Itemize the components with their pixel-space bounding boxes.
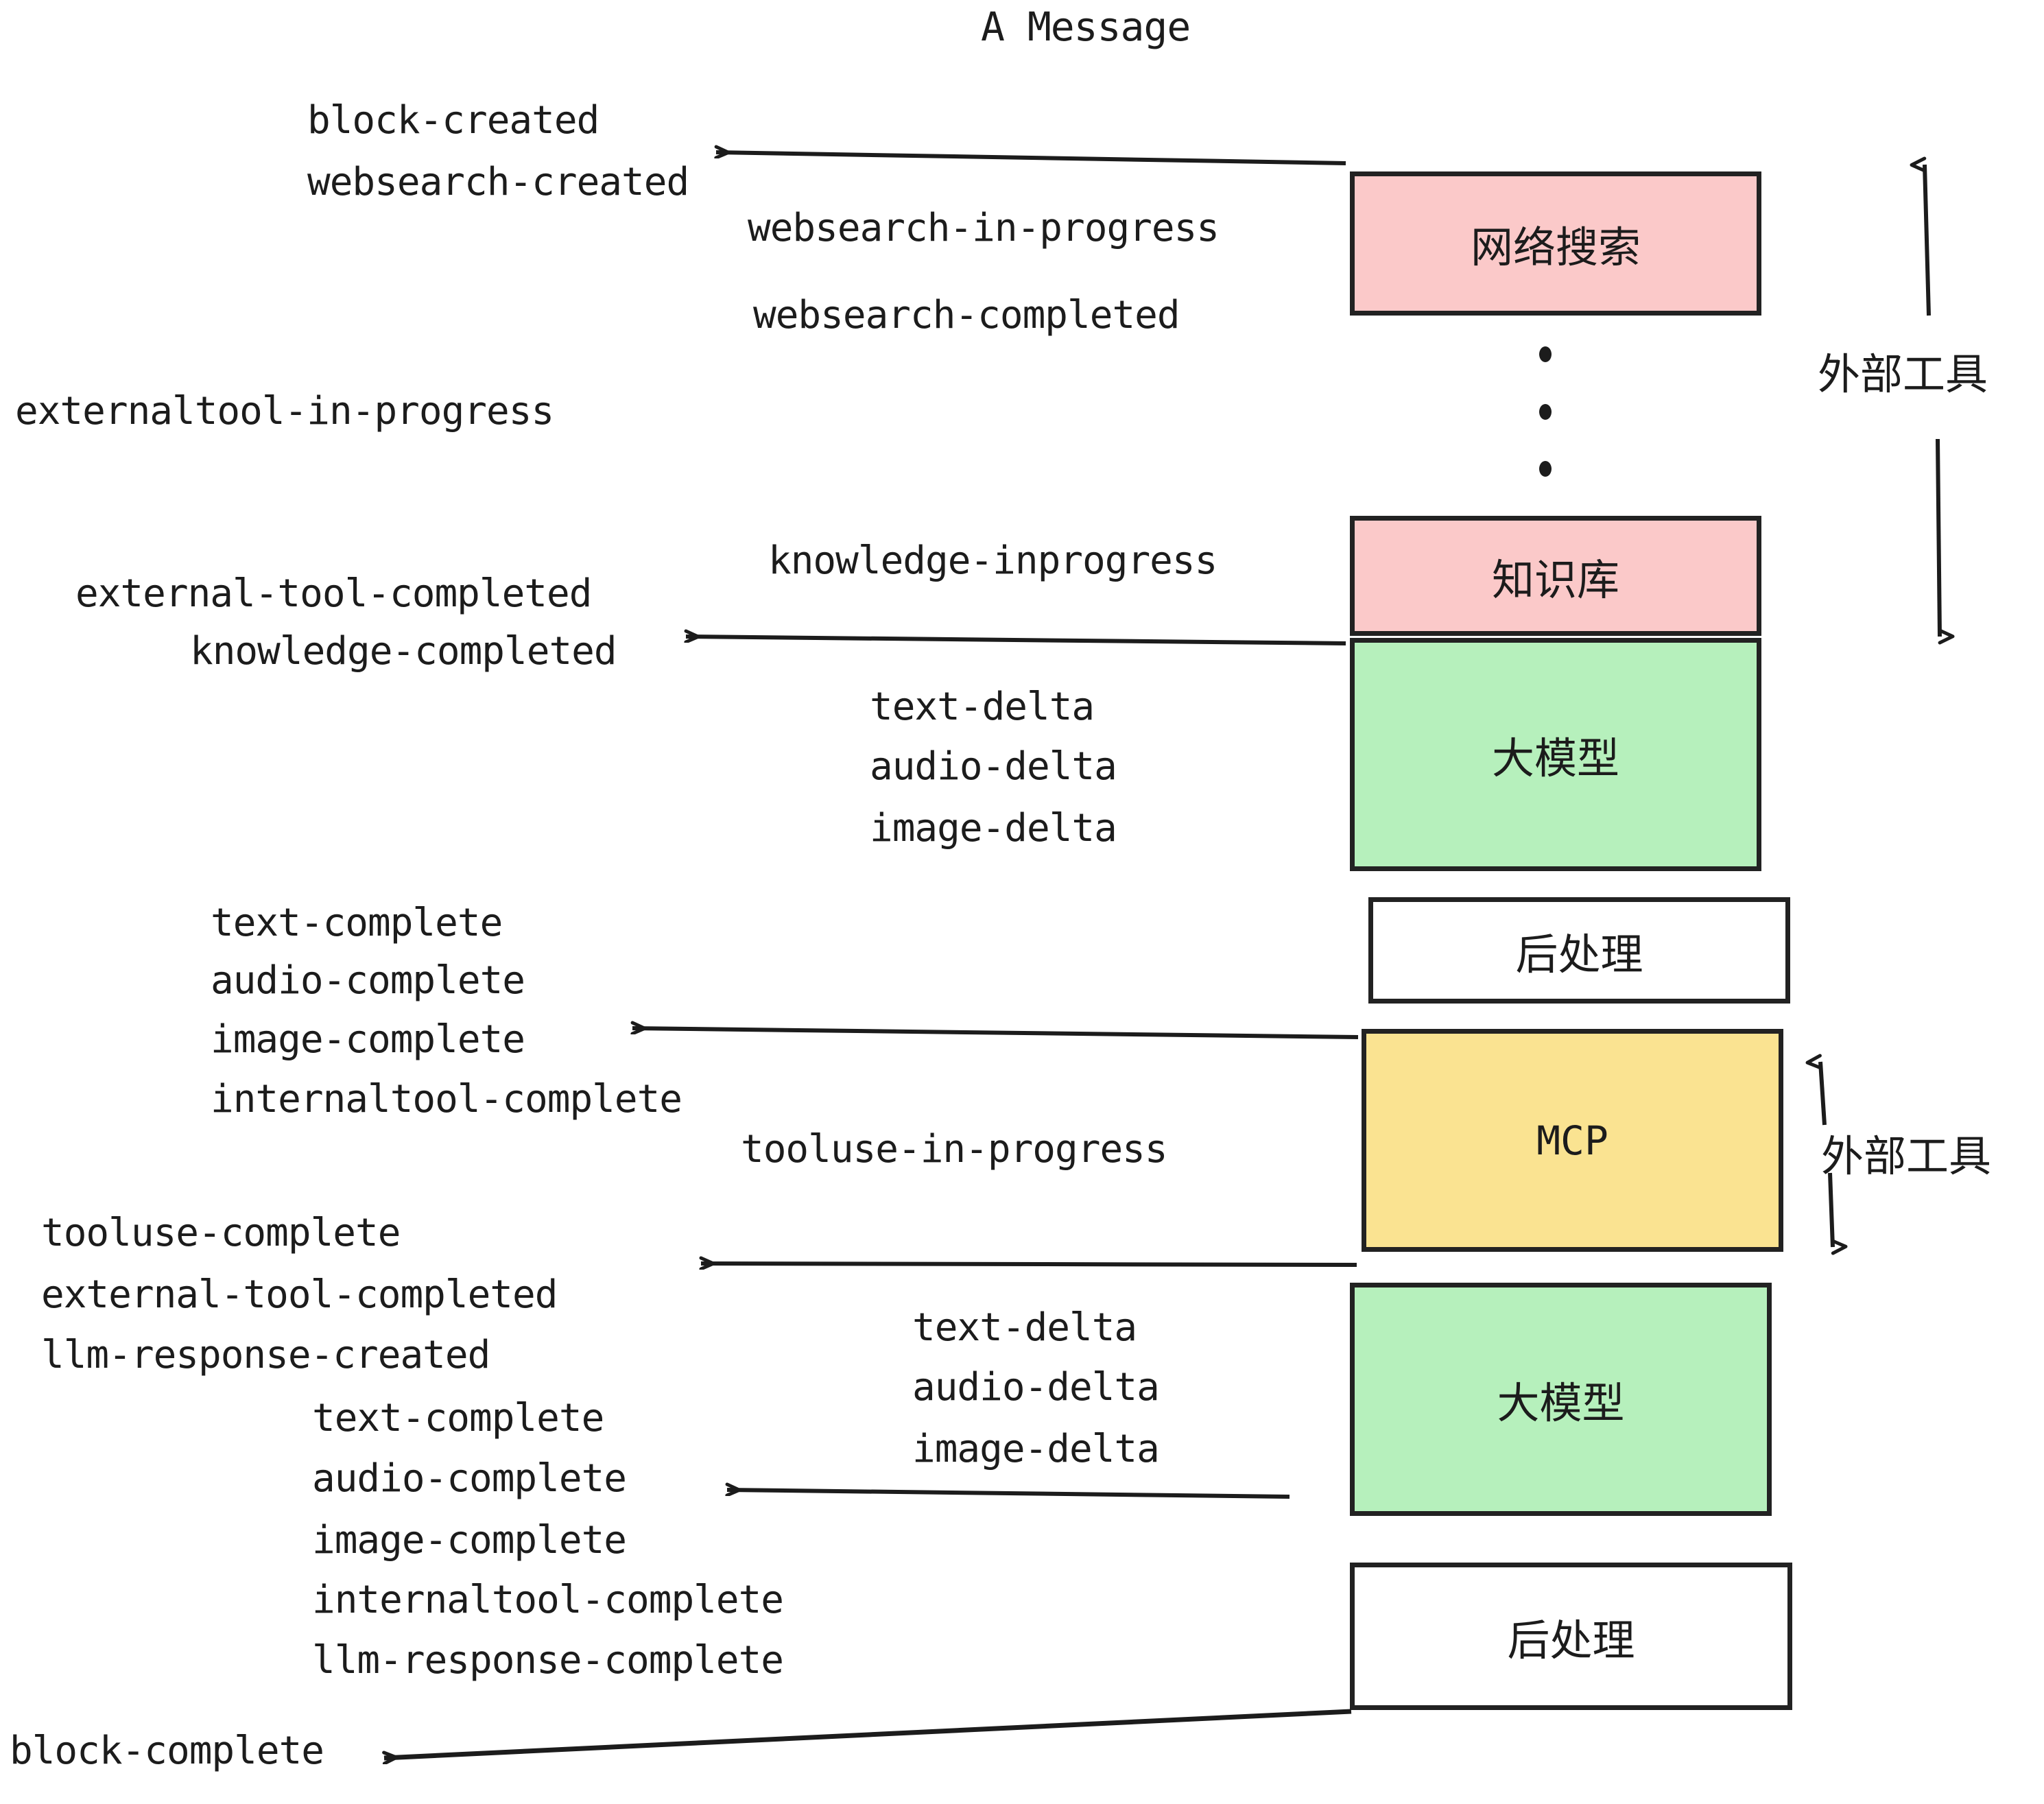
box-label: 网络搜索 (1470, 222, 1641, 272)
event-audio-delta-2: audio-delta (912, 1365, 1160, 1410)
arrow-mcp-to-tooluse-complete (701, 1263, 1357, 1265)
event-external-tool-completed-2: external-tool-completed (41, 1272, 558, 1317)
event-text-delta-1: text-delta (870, 685, 1095, 729)
event-text-complete-1: text-complete (211, 901, 503, 945)
arrow-postprocess-to-block-complete (384, 1709, 1352, 1758)
event-externaltool-in-progress: externaltool-in-progress (15, 389, 554, 434)
event-internaltool-complete-1: internaltool-complete (211, 1077, 682, 1121)
page-title: A Message (981, 3, 1191, 50)
event-text-complete-2: text-complete (312, 1396, 604, 1440)
event-websearch-created: websearch-created (307, 160, 689, 204)
event-audio-delta-1: audio-delta (870, 744, 1117, 789)
event-block-complete: block-complete (10, 1729, 324, 1773)
event-image-complete-2: image-complete (312, 1518, 627, 1563)
arrow-to-image-complete (632, 1028, 1359, 1039)
event-websearch-completed: websearch-completed (753, 293, 1180, 337)
box-label: 知识库 (1491, 554, 1619, 605)
event-internaltool-complete-2: internaltool-complete (312, 1578, 784, 1622)
box-label: 大模型 (1497, 1378, 1625, 1428)
side-label-external-tool-2: 外部工具 (1821, 1131, 1992, 1181)
event-llm-response-complete: llm-response-complete (312, 1638, 784, 1683)
arrow-external-tool-up-1 (1925, 165, 1931, 316)
event-websearch-in-progress: websearch-in-progress (748, 206, 1220, 250)
event-image-delta-1: image-delta (870, 806, 1117, 851)
arrow-external-tool-down-1 (1936, 438, 1940, 637)
event-knowledge-inprogress: knowledge-inprogress (768, 538, 1217, 583)
box-label: 大模型 (1491, 733, 1619, 783)
event-block-created: block-created (307, 98, 599, 143)
box-label: 后处理 (1507, 1615, 1635, 1665)
event-text-delta-2: text-delta (912, 1305, 1137, 1350)
box-label: MCP (1536, 1117, 1608, 1164)
event-image-delta-2: image-delta (912, 1427, 1160, 1471)
event-external-tool-completed-1: external-tool-completed (75, 571, 592, 616)
event-audio-complete-2: audio-complete (312, 1456, 627, 1501)
arrow-websearch-to-block-created (716, 152, 1346, 165)
box-mcp[interactable]: MCP (1362, 1029, 1783, 1252)
vertical-ellipsis-icon (1538, 346, 1552, 477)
box-web-search[interactable]: 网络搜索 (1350, 171, 1761, 316)
event-image-complete-1: image-complete (211, 1017, 525, 1062)
box-postprocess-2[interactable]: 后处理 (1350, 1563, 1792, 1710)
arrow-knowledge-to-knowledge-completed (686, 637, 1346, 645)
event-knowledge-completed: knowledge-completed (190, 629, 617, 674)
box-label: 后处理 (1515, 929, 1643, 980)
event-audio-complete-1: audio-complete (211, 958, 525, 1003)
box-knowledge-base[interactable]: 知识库 (1350, 516, 1761, 636)
box-postprocess-1[interactable]: 后处理 (1368, 897, 1790, 1004)
arrow-llm-to-audio-complete (727, 1490, 1290, 1499)
arrow-external-tool-up-2 (1820, 1062, 1827, 1126)
arrow-external-tool-down-2 (1828, 1172, 1833, 1247)
event-llm-response-created: llm-response-created (41, 1333, 490, 1377)
event-tooluse-in-progress: tooluse-in-progress (741, 1127, 1168, 1172)
event-tooluse-complete: tooluse-complete (41, 1211, 401, 1255)
side-label-external-tool-1: 外部工具 (1818, 349, 1988, 399)
box-llm-1[interactable]: 大模型 (1350, 638, 1761, 871)
box-llm-2[interactable]: 大模型 (1350, 1283, 1772, 1516)
